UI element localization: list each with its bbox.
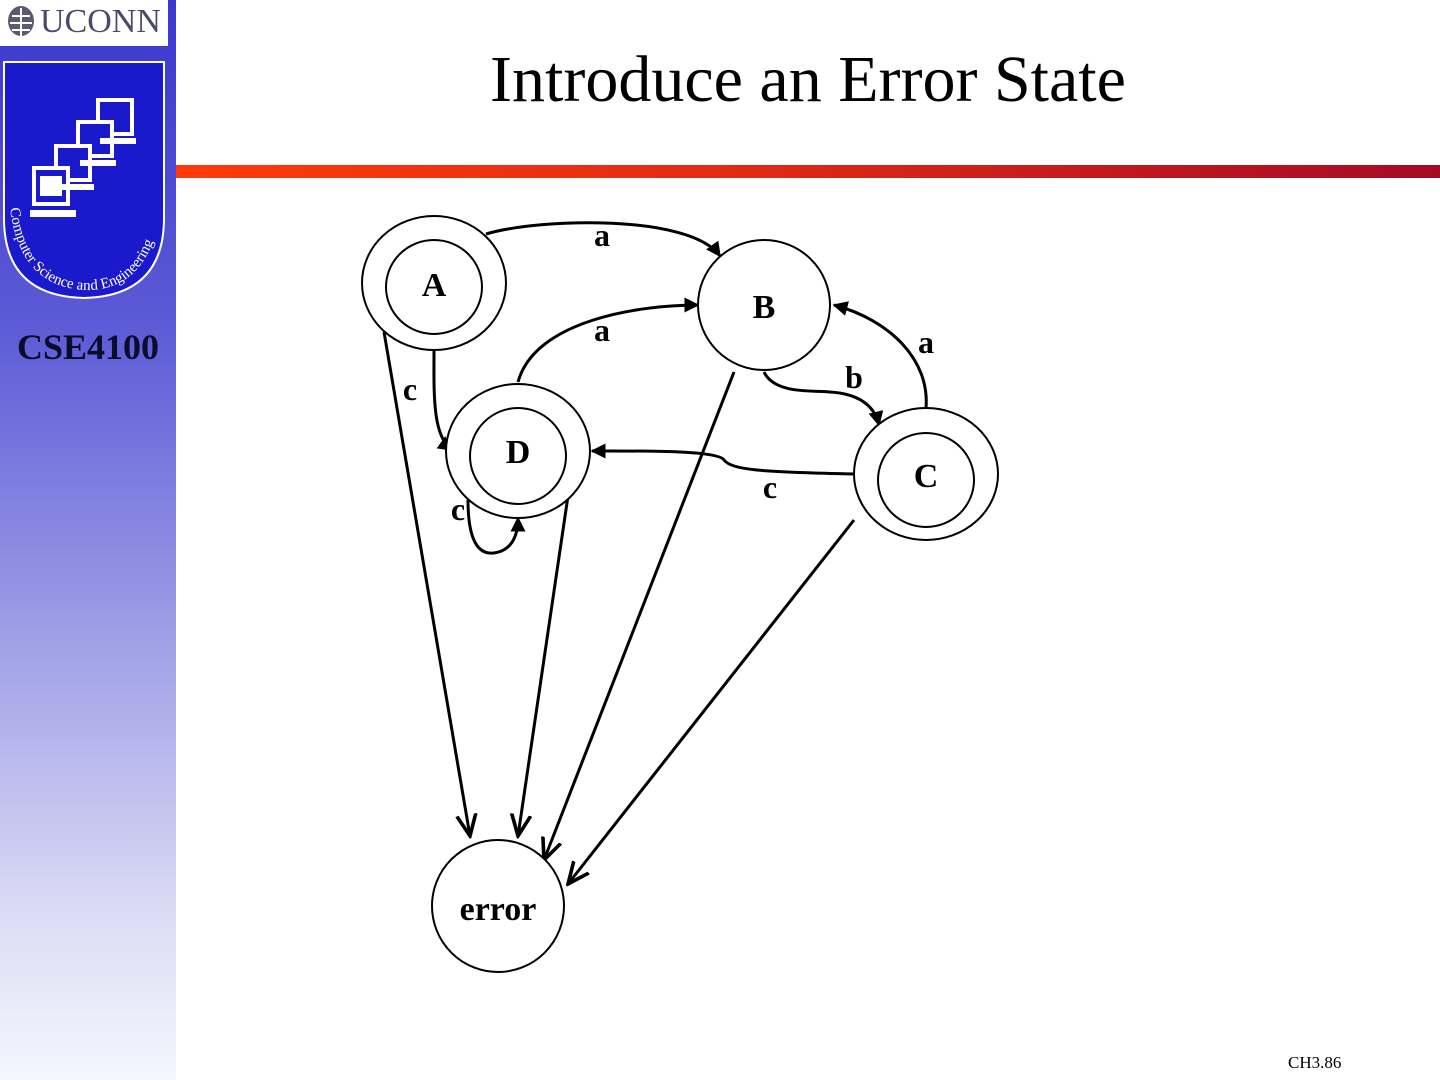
edge-C-B (832, 301, 928, 409)
course-code: CSE4100 (16, 327, 160, 367)
slide-number: CH3.86 (1288, 1053, 1342, 1072)
edge-A-B (485, 221, 722, 258)
department-seal: Computer Science and Engineering (3, 61, 165, 300)
title-divider (176, 165, 1440, 178)
edge-label-B-C: b (845, 359, 863, 395)
edge-label-A-D: c (403, 371, 417, 407)
oak-leaf-icon (8, 6, 34, 40)
edge-C-D (590, 443, 856, 476)
state-C (853, 407, 999, 541)
uconn-logo: UCONN (0, 0, 168, 46)
edge-D-error (518, 495, 570, 836)
edge-label-A-B: a (594, 217, 610, 253)
state-error (431, 839, 565, 973)
edge-label-C-B: a (918, 324, 934, 360)
edge-D-D-loop (466, 499, 526, 555)
state-label-D: D (506, 434, 531, 471)
edge-B-C (762, 371, 884, 427)
edge-A-error (382, 331, 470, 836)
edge-D-B (516, 297, 700, 383)
state-B (697, 239, 831, 371)
state-D (445, 383, 591, 519)
uconn-wordmark: UCONN (40, 3, 161, 40)
state-label-error: error (460, 891, 537, 928)
slide-title: Introduce an Error State (490, 43, 1126, 116)
edge-label-C-D: c (763, 469, 777, 505)
state-label-A: A (422, 267, 447, 304)
edge-label-D-B: a (594, 312, 610, 348)
edge-label-D-D: c (451, 491, 465, 527)
state-label-C: C (914, 458, 939, 495)
edge-B-error (544, 371, 736, 860)
state-A (361, 215, 507, 351)
edge-C-error (568, 519, 856, 884)
state-label-B: B (753, 289, 776, 326)
sidebar: UCONN Computer Science and Engineering C… (0, 0, 176, 1080)
